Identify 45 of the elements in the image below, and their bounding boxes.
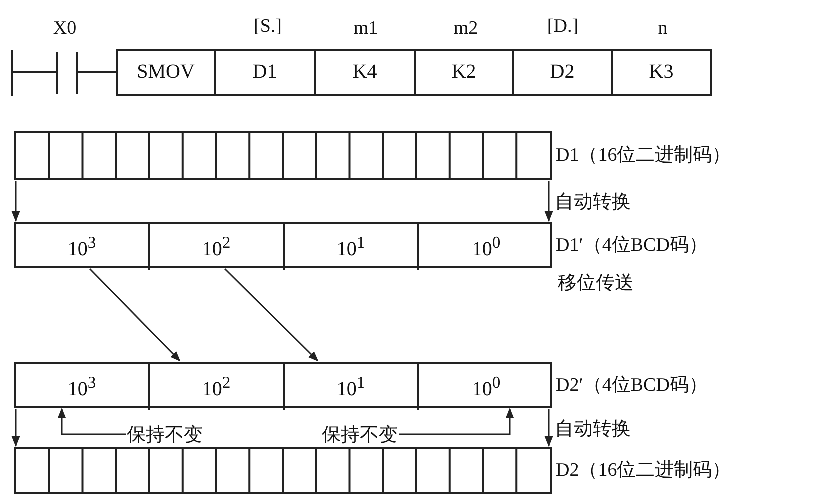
operand-label: m2: [454, 18, 478, 40]
cell-text: 10$^{2}$: [202, 232, 231, 262]
register-bar: [14, 222, 552, 268]
arrow: [89, 268, 181, 362]
operand-label: [S.]: [254, 16, 282, 38]
operand-label: m1: [354, 18, 378, 40]
cell-text: K4: [352, 61, 378, 84]
cell-text: 10$^{3}$: [68, 232, 96, 262]
arrow: [544, 181, 554, 222]
register-caption: D1′（4位BCD码）: [556, 234, 708, 258]
cell-text: 10$^{0}$: [472, 232, 501, 262]
register-caption: D2′（4位BCD码）: [556, 374, 708, 398]
register-caption: D1（16位二进制码）: [556, 144, 732, 168]
annotation-text: 保持不变: [322, 422, 398, 448]
annotation-text: 保持不变: [127, 422, 203, 448]
cell-text: K2: [452, 61, 476, 84]
instruction-cell: [116, 49, 216, 96]
register-caption: D2（16位二进制码）: [556, 459, 732, 483]
operand-label: [D.]: [547, 16, 579, 38]
instruction-cell: [216, 49, 316, 96]
cell-text: 10$^{0}$: [472, 372, 501, 402]
cell-text: D2: [550, 61, 575, 84]
instruction-cell: [613, 49, 712, 96]
operand-label: X0: [53, 18, 77, 40]
cell-text: SMOV: [137, 61, 195, 84]
instruction-cell: [416, 49, 514, 96]
arrow: [12, 409, 20, 448]
cell-text: 10$^{3}$: [68, 372, 96, 402]
cell-text: 10$^{1}$: [336, 372, 366, 402]
register-caption: 移位传送: [558, 272, 634, 296]
cell-text: D1: [252, 61, 278, 84]
arrow: [224, 268, 319, 362]
arrow: [544, 409, 554, 448]
cell-text: 10$^{1}$: [336, 232, 366, 262]
arrow: [58, 408, 126, 436]
cell-text: K3: [649, 61, 674, 84]
register-bar: [14, 362, 552, 408]
arrow: [12, 181, 20, 222]
register-bar: [14, 131, 552, 180]
operand-label: n: [658, 18, 668, 40]
register-bar: [14, 447, 552, 494]
instruction-cell: [316, 49, 416, 96]
arrow: [399, 408, 514, 436]
instruction-cell: [514, 49, 613, 96]
cell-text: 10$^{2}$: [202, 372, 231, 402]
